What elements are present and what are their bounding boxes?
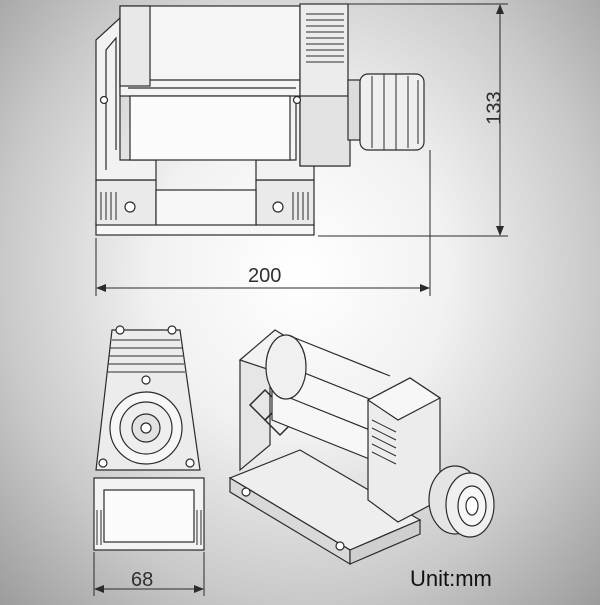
height-dimension-label: 133 (483, 91, 506, 125)
side-middle-bar (155, 189, 257, 226)
side-gland-body (359, 73, 425, 151)
depth-dimension-label: 68 (131, 569, 154, 591)
dimension-lines-side (95, 3, 508, 296)
width-dimension-label: 200 (248, 265, 282, 287)
side-screw-left (124, 201, 136, 213)
side-left-upright (95, 16, 157, 181)
side-view (95, 3, 425, 236)
dimension-lines-front (93, 552, 205, 596)
side-left-foot (95, 179, 157, 226)
side-right-foot (255, 179, 315, 226)
front-view (93, 325, 205, 551)
isometric-view (228, 329, 495, 566)
side-gland-nut (347, 79, 361, 141)
side-screw-right (272, 201, 284, 213)
unit-label: Unit:mm (410, 566, 492, 591)
